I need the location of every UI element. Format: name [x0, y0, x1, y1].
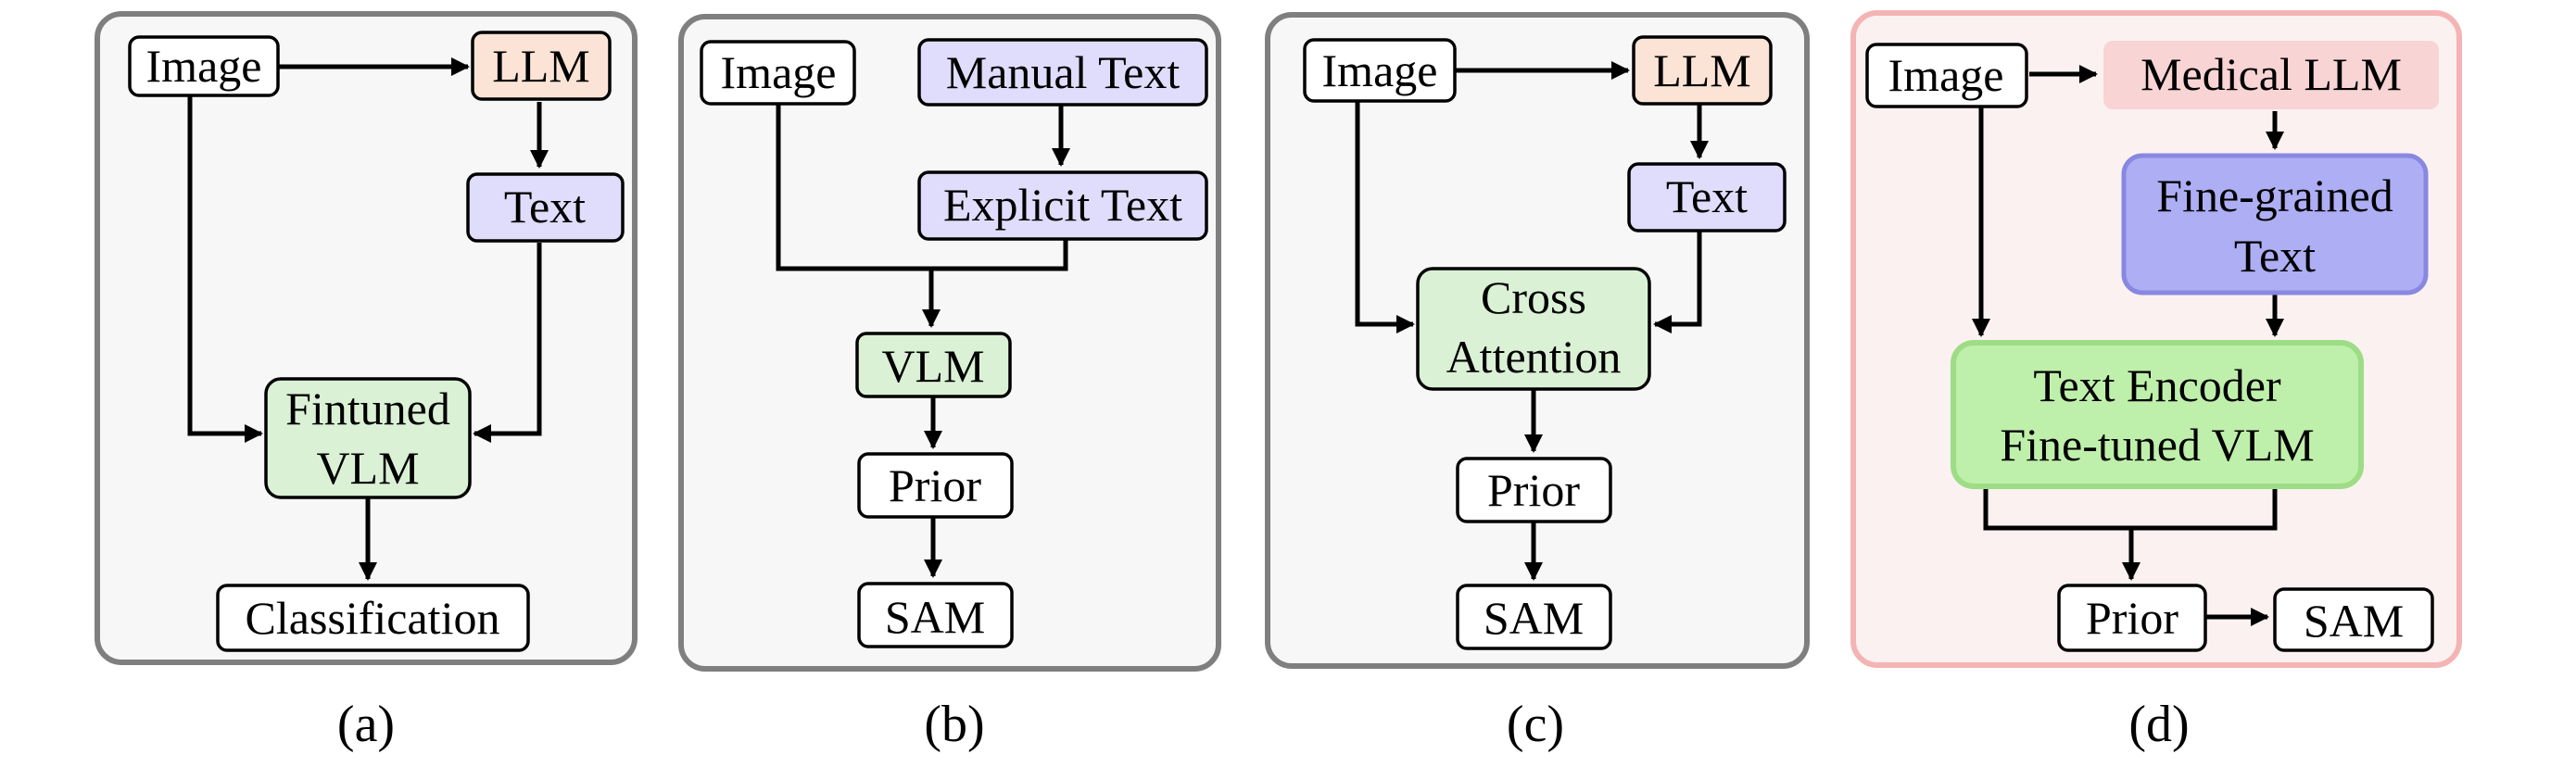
- node-d-text-encoder: Text Encoder Fine-tuned VLM: [1951, 340, 2364, 489]
- panel-d-frame: [1850, 10, 2462, 668]
- node-c-sam-label: SAM: [1484, 592, 1584, 644]
- edge-c-text-cross: [1653, 230, 1702, 333]
- node-c-cross-label-1: Cross: [1481, 271, 1586, 323]
- node-b-vlm-label: VLM: [881, 340, 984, 392]
- edge-c-image-cross: [1355, 102, 1415, 333]
- node-d-fine-label-2: Text: [2234, 230, 2316, 282]
- caption-a: (a): [337, 696, 395, 753]
- node-c-prior-label: Prior: [1487, 464, 1580, 516]
- edge-b-merge-vlm: [776, 102, 1068, 326]
- node-a-llm-label: LLM: [492, 40, 590, 92]
- edge-a-image-vlm: [187, 95, 263, 443]
- node-c-image-label: Image: [1322, 44, 1438, 96]
- node-a-llm: LLM: [471, 31, 612, 101]
- node-c-text: Text: [1627, 162, 1787, 233]
- caption-c: (c): [1507, 696, 1564, 753]
- node-d-sam: SAM: [2273, 587, 2434, 652]
- node-c-llm: LLM: [1632, 35, 1773, 106]
- node-c-prior: Prior: [1456, 457, 1612, 523]
- node-d-medical-llm-label: Medical LLM: [2140, 48, 2402, 100]
- node-a-image-label: Image: [146, 40, 262, 92]
- node-b-manual-text-label: Manual Text: [946, 46, 1181, 98]
- node-b-manual-text: Manual Text: [917, 38, 1208, 107]
- node-a-vlm: Fintuned VLM: [264, 377, 472, 499]
- node-c-cross-attention: Cross Attention: [1416, 267, 1651, 391]
- node-b-sam-label: SAM: [885, 591, 985, 643]
- node-d-image: Image: [1865, 43, 2028, 108]
- node-a-image: Image: [128, 35, 280, 97]
- node-d-encoder-label-2: Fine-tuned VLM: [2000, 419, 2314, 471]
- node-b-prior-label: Prior: [889, 459, 981, 511]
- edge-a-text-vlm: [473, 243, 542, 443]
- node-d-prior-label: Prior: [2086, 592, 2178, 644]
- panel-a: Image LLM Text Fintuned VLM Classificati…: [95, 11, 638, 753]
- node-b-vlm: VLM: [855, 332, 1012, 398]
- node-c-cross-label-2: Attention: [1446, 331, 1622, 383]
- caption-d: (d): [2128, 696, 2189, 753]
- node-c-text-label: Text: [1666, 170, 1748, 222]
- node-d-fine-label-1: Fine-grained: [2156, 170, 2393, 221]
- panel-c: Image LLM Text Cross Attention Prior SAM…: [1265, 12, 1810, 753]
- node-b-explicit-text-label: Explicit Text: [943, 179, 1182, 231]
- node-a-classification-label: Classification: [246, 592, 500, 644]
- node-a-text: Text: [466, 172, 625, 243]
- edge-d-encoder-prior: [1983, 488, 2278, 579]
- node-b-image-label: Image: [721, 46, 837, 98]
- node-d-prior: Prior: [2057, 584, 2207, 652]
- node-b-sam: SAM: [857, 582, 1014, 648]
- node-a-vlm-label-2: VLM: [316, 442, 419, 494]
- node-a-classification: Classification: [216, 584, 530, 652]
- node-d-image-label: Image: [1888, 49, 2004, 101]
- panel-d: Image Medical LLM Fine-grained Text Text…: [1850, 10, 2462, 753]
- node-b-prior: Prior: [857, 452, 1014, 519]
- panel-b: Image Manual Text Explicit Text VLM Prio…: [678, 14, 1221, 753]
- node-d-sam-label: SAM: [2304, 595, 2404, 647]
- node-b-image: Image: [700, 40, 856, 106]
- node-a-text-label: Text: [504, 181, 586, 233]
- node-d-fine-grained-text: Fine-grained Text: [2121, 153, 2429, 295]
- caption-b: (b): [924, 696, 984, 753]
- node-b-explicit-text: Explicit Text: [917, 170, 1208, 241]
- node-d-medical-llm: Medical LLM: [2103, 41, 2439, 109]
- node-a-vlm-label-1: Fintuned: [285, 383, 450, 434]
- node-c-image: Image: [1303, 38, 1457, 103]
- node-c-llm-label: LLM: [1653, 44, 1751, 96]
- node-c-sam: SAM: [1456, 584, 1612, 650]
- node-d-encoder-label-1: Text Encoder: [2033, 359, 2281, 411]
